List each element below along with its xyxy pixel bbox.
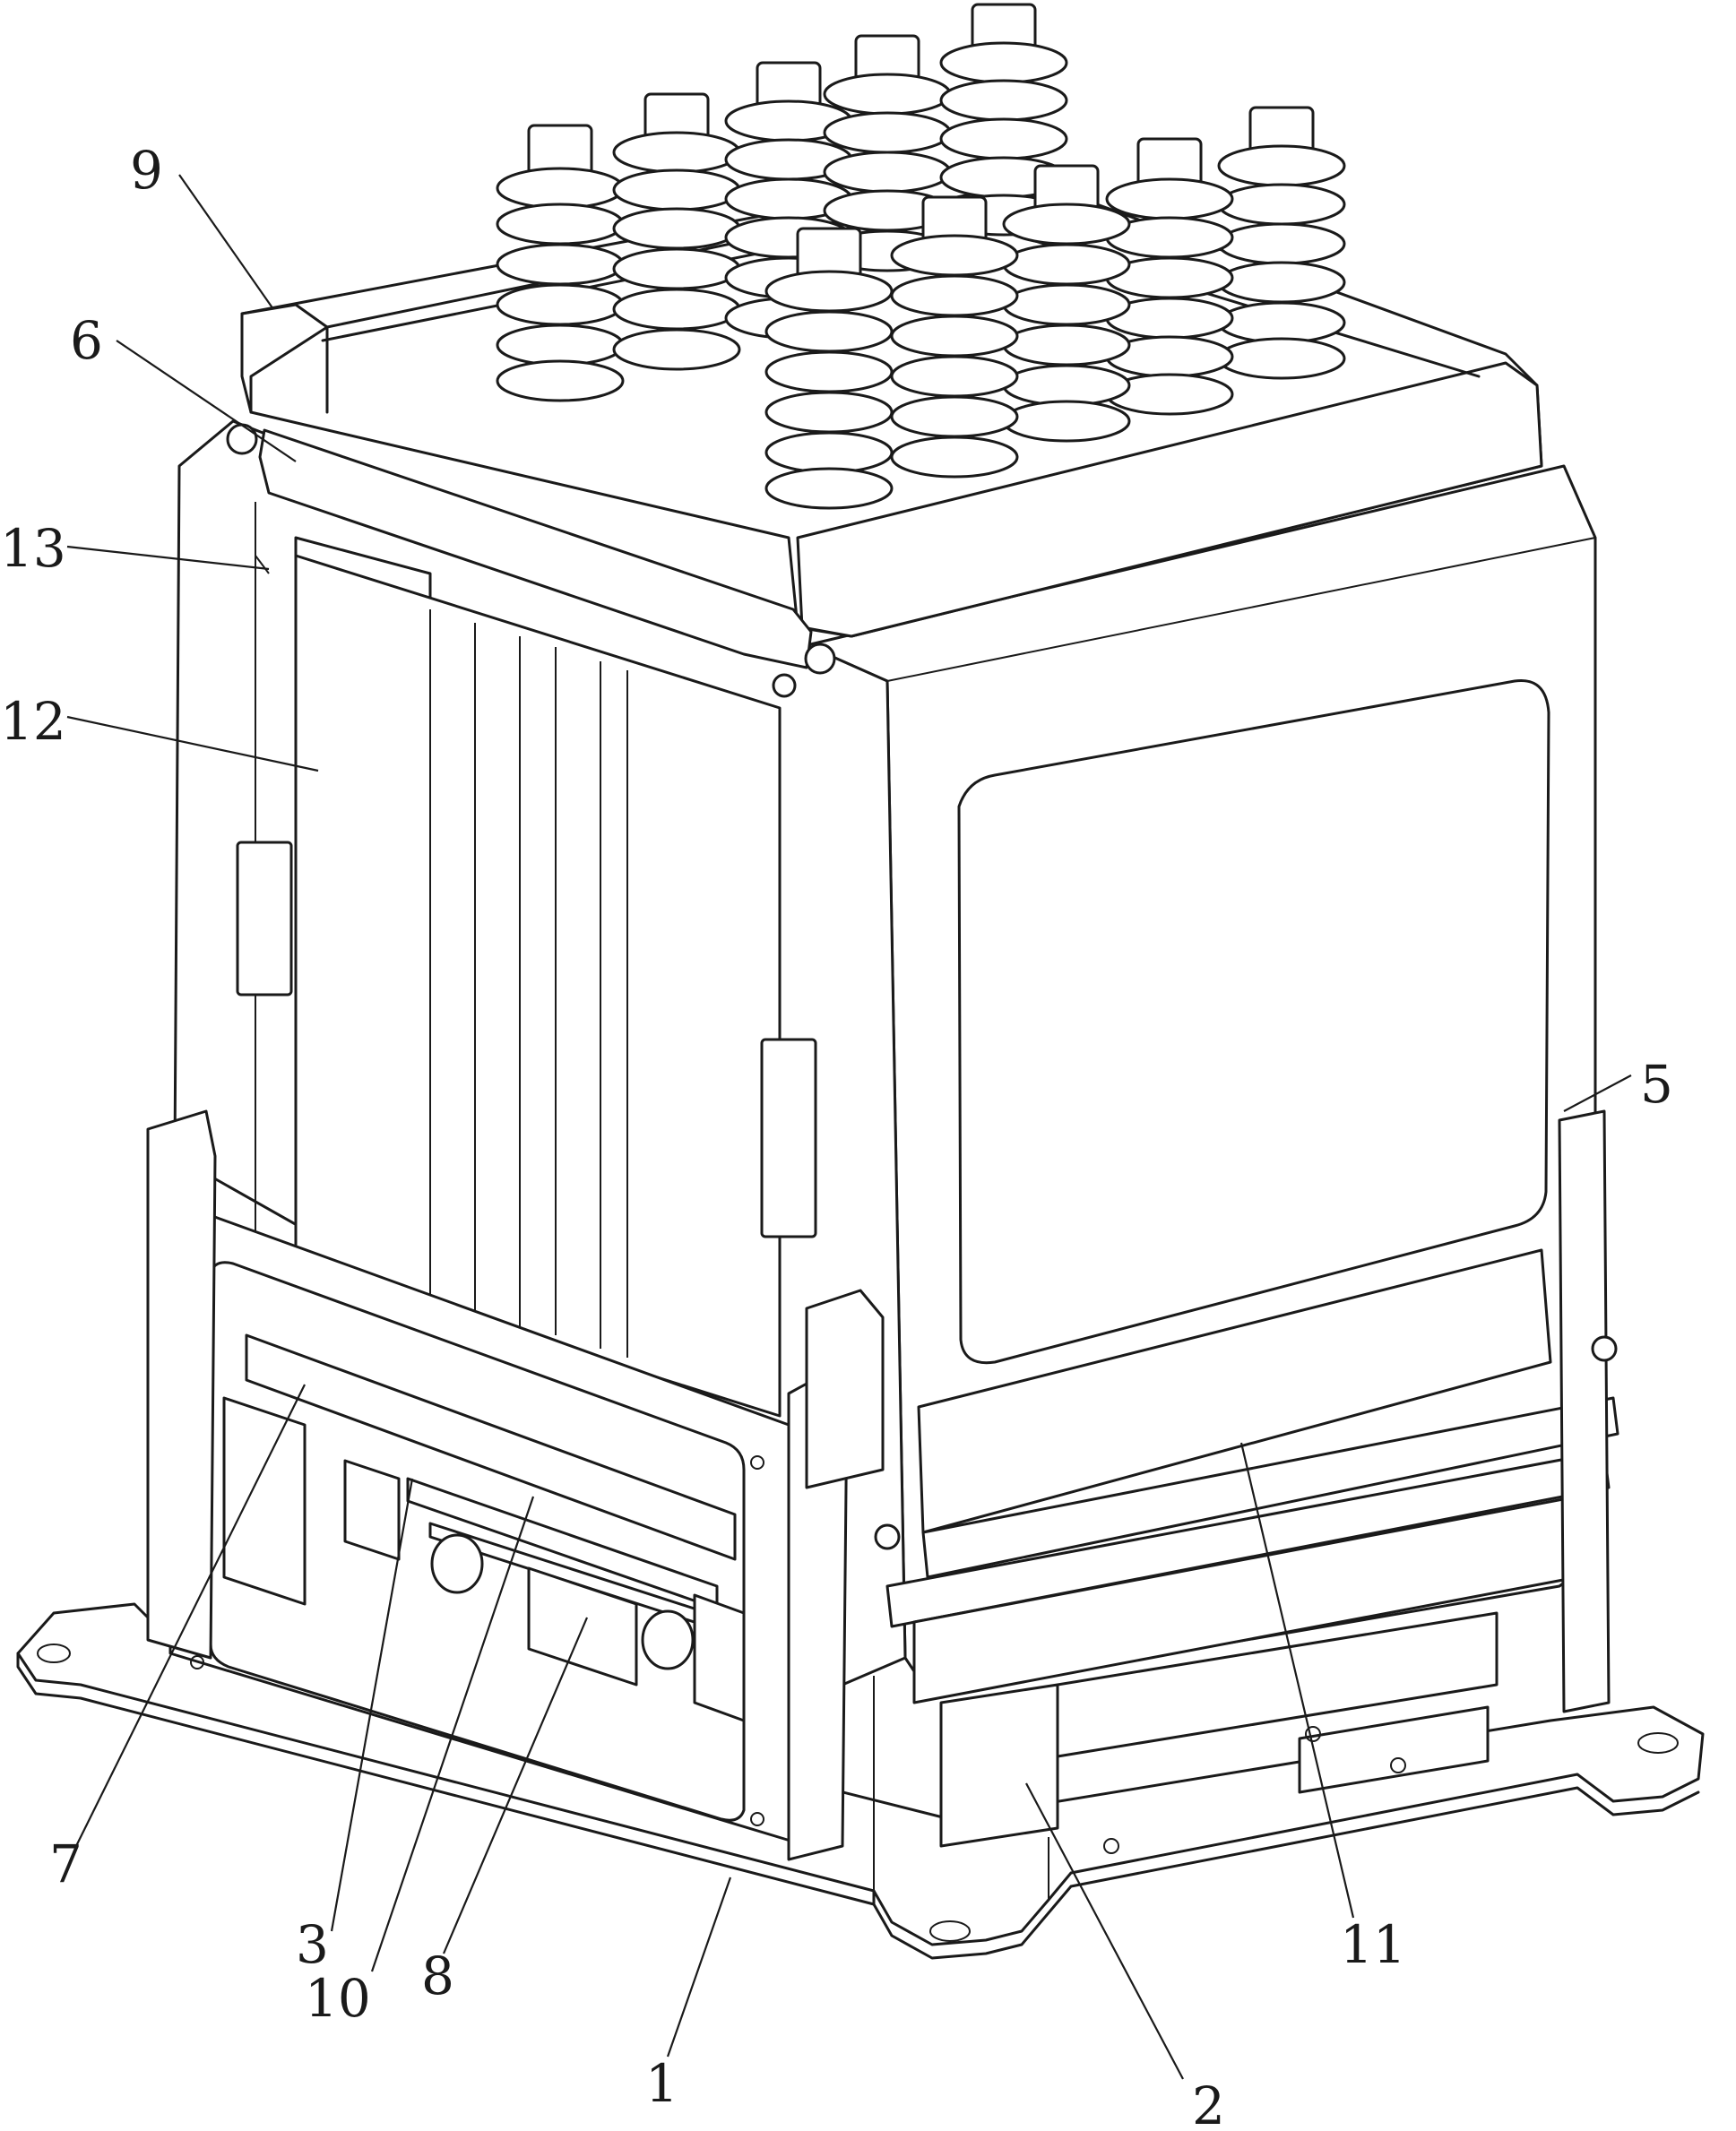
- leader-6: [116, 340, 297, 462]
- label-9: 9: [130, 140, 163, 201]
- label-13: 13: [0, 518, 66, 579]
- label-12: 12: [0, 691, 66, 752]
- lower-right-assembly: [805, 1109, 1619, 1854]
- leader-lines: [66, 174, 1632, 2080]
- leader-5: [1563, 1074, 1632, 1112]
- leader-10: [370, 1496, 535, 1972]
- insulator-bushings: [496, 3, 1346, 510]
- leader-7: [75, 1384, 306, 1847]
- label-5: 5: [1640, 1054, 1673, 1115]
- support-block: [939, 1683, 1059, 1848]
- motor-housing: [222, 1396, 307, 1606]
- bushing: [612, 92, 741, 371]
- label-11: 11: [1340, 1914, 1406, 1975]
- leader-3: [330, 1478, 414, 1932]
- bushing: [496, 124, 625, 402]
- label-1: 1: [645, 2053, 678, 2114]
- leader-11: [1239, 1442, 1355, 1919]
- bushing: [1105, 137, 1234, 416]
- label-3: 3: [296, 1914, 329, 1975]
- reference-numerals: 9 6 13 12 5 7 3 10 8 1 11 2: [0, 140, 1673, 2131]
- front-door: [236, 502, 817, 1418]
- viewing-window: [957, 678, 1550, 1365]
- leader-8: [442, 1617, 589, 1954]
- label-2: 2: [1192, 2075, 1225, 2131]
- leader-2: [1025, 1782, 1184, 2080]
- drive-mechanism: [222, 1333, 746, 1722]
- leader-12: [66, 715, 319, 772]
- bushing: [1217, 106, 1346, 380]
- label-10: 10: [305, 1968, 371, 2029]
- label-8: 8: [421, 1946, 454, 2006]
- leader-13: [66, 545, 270, 571]
- drawer: [917, 1248, 1552, 1534]
- leader-1: [666, 1876, 732, 2058]
- label-7: 7: [49, 1833, 82, 1894]
- leader-9: [178, 174, 274, 310]
- bushing: [764, 227, 894, 510]
- label-6: 6: [70, 310, 103, 371]
